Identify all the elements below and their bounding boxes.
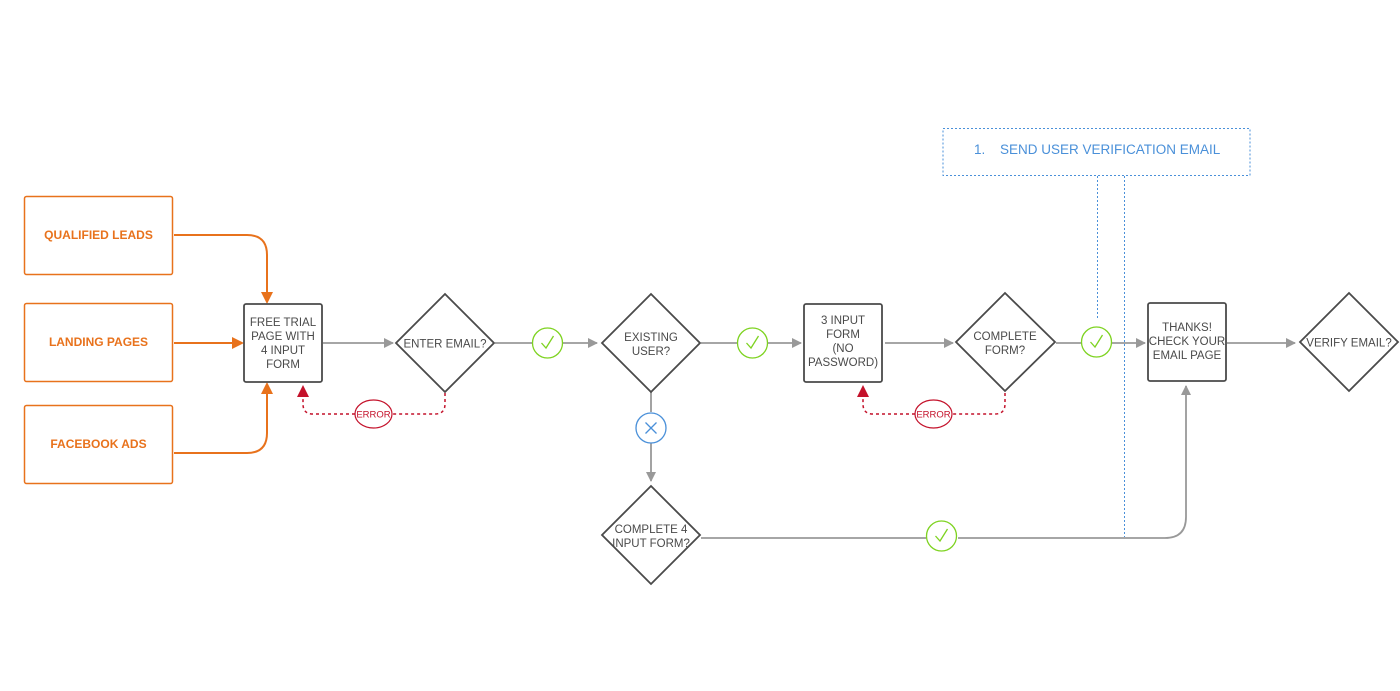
source-qualified-leads: QUALIFIED LEADS [23, 195, 174, 276]
three-input-line-4: PASSWORD) [808, 357, 878, 369]
error-label: ERROR [916, 410, 950, 421]
decision-enter-email: ENTER EMAIL? [394, 292, 496, 394]
enter-email-label: ENTER EMAIL? [403, 339, 486, 351]
free-trial-line-1: FREE TRIAL [250, 317, 317, 329]
thanks-line-1: THANKS! [1162, 322, 1212, 334]
source-facebook-ads: FACEBOOK ADS [23, 404, 174, 485]
error-loop-complete-form [952, 393, 1006, 415]
existing-user-line-2: USER? [632, 346, 670, 358]
error-label: ERROR [356, 410, 390, 421]
x-icon [635, 412, 667, 444]
error-badge: ERROR [914, 399, 953, 429]
thanks-line-3: EMAIL PAGE [1153, 350, 1222, 362]
source-qualified-leads-label: QUALIFIED LEADS [44, 228, 153, 242]
complete-form-line-1: COMPLETE [973, 331, 1037, 343]
free-trial-line-3: 4 INPUT [261, 345, 305, 357]
source-landing-pages: LANDING PAGES [23, 302, 174, 383]
check-icon [736, 327, 769, 359]
source-facebook-ads-label: FACEBOOK ADS [50, 437, 146, 451]
node-thanks-page: THANKS! CHECK YOUR EMAIL PAGE [1147, 302, 1227, 382]
connector-facebook-ads [174, 382, 273, 454]
check-icon [925, 520, 958, 552]
free-trial-line-4: FORM [266, 359, 300, 371]
free-trial-line-2: PAGE WITH [251, 331, 315, 343]
note-number: 1. [974, 142, 985, 157]
connector-qualified-leads [174, 234, 273, 304]
existing-user-line-1: EXISTING [624, 332, 678, 344]
three-input-line-1: 3 INPUT [821, 315, 865, 327]
verification-email-note: 1. SEND USER VERIFICATION EMAIL [942, 128, 1251, 176]
error-loop-enter-email [392, 393, 446, 415]
complete-4-input-line-2: INPUT FORM? [612, 538, 690, 550]
connector-check-to-thanks-bottom [958, 385, 1191, 539]
three-input-line-3: (NO [832, 343, 853, 355]
node-free-trial-page: FREE TRIAL PAGE WITH 4 INPUT FORM [243, 303, 323, 383]
node-3-input-form: 3 INPUT FORM (NO PASSWORD) [803, 303, 883, 383]
decision-complete-form: COMPLETE FORM? [954, 291, 1057, 393]
note-text: SEND USER VERIFICATION EMAIL [1000, 142, 1221, 157]
source-landing-pages-label: LANDING PAGES [49, 335, 148, 349]
error-loop-complete-form-return [857, 385, 915, 415]
verify-email-label: VERIFY EMAIL? [1306, 338, 1391, 350]
decision-verify-email: VERIFY EMAIL? [1298, 291, 1400, 393]
three-input-line-2: FORM [826, 329, 860, 341]
thanks-line-2: CHECK YOUR [1149, 336, 1225, 348]
decision-complete-4-input-form: COMPLETE 4 INPUT FORM? [600, 484, 702, 586]
decision-existing-user: EXISTING USER? [600, 292, 702, 394]
error-badge: ERROR [354, 399, 393, 429]
error-loop-enter-email-return [297, 385, 355, 415]
check-icon [1080, 326, 1113, 358]
complete-4-input-line-1: COMPLETE 4 [615, 524, 688, 536]
check-icon [531, 327, 564, 359]
complete-form-line-2: FORM? [985, 345, 1025, 357]
